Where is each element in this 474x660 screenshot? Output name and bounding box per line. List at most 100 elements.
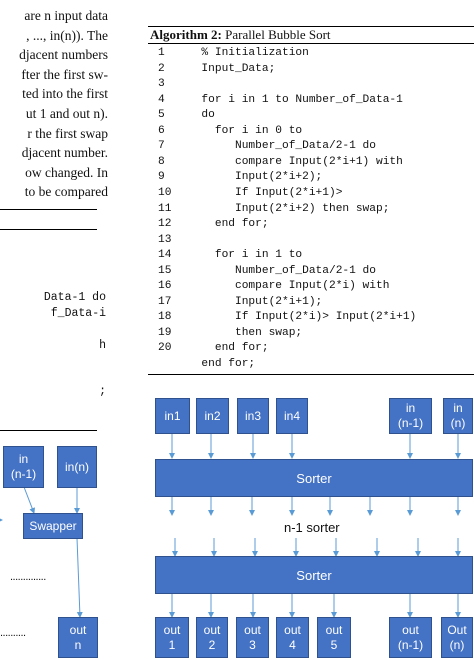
- wire: [23, 486, 36, 514]
- line-number: 13: [158, 233, 172, 246]
- output-box-3: out 3: [236, 617, 269, 658]
- ellipsis-dots: ..............: [10, 571, 46, 583]
- line-number: 20: [158, 342, 172, 355]
- algorithm-line: 7 Number_of_Data/2-1 do: [148, 139, 376, 155]
- left-paragraph-line: ut 1 and out n).: [25, 105, 108, 121]
- sorter-box-top: Sorter: [155, 459, 473, 497]
- algorithm-line: 11 Input(2*i+2) then swap;: [148, 202, 389, 218]
- line-number: 11: [158, 202, 172, 215]
- input-box-n-minus-1: in (n-1): [389, 398, 432, 434]
- line-number: 19: [158, 326, 172, 339]
- line-code: compare Input(2*i+1) with: [188, 155, 403, 168]
- line-code: compare Input(2*i) with: [188, 280, 390, 293]
- algorithm-line: 6 for i in 0 to: [148, 124, 302, 140]
- line-number: 7: [158, 140, 165, 153]
- line-number: 6: [158, 124, 165, 137]
- left-code-line: ;: [99, 385, 106, 398]
- algorithm-line: 5 do: [148, 108, 215, 124]
- line-code: end for;: [188, 342, 269, 355]
- line-number: 16: [158, 280, 172, 293]
- algorithm-line: 18 If Input(2*i)> Input(2*i+1): [148, 310, 416, 326]
- left-code-line: Data-1 do: [43, 291, 106, 304]
- line-code: end for;: [188, 358, 256, 370]
- wire: [76, 537, 83, 618]
- input-box-n: in(n): [57, 446, 97, 488]
- ellipsis-dots: ..........: [0, 627, 26, 639]
- line-number: 12: [158, 218, 172, 231]
- line-code: % Initialization: [188, 47, 309, 59]
- algorithm-bottom-rule: [148, 373, 474, 375]
- left-algo-rule: [0, 229, 97, 230]
- n-minus-1-sorter-label: n-1 sorter: [284, 520, 340, 535]
- line-code: do: [188, 109, 215, 122]
- line-code: Input_Data;: [188, 62, 276, 75]
- algorithm-top-rule: [148, 26, 474, 27]
- left-paragraph-line: djacent number.: [21, 145, 108, 161]
- left-algo-rule: [0, 209, 97, 210]
- left-paragraph-line: ow changed. In: [25, 164, 108, 180]
- algorithm-line: 8 compare Input(2*i+1) with: [148, 155, 403, 171]
- algorithm-line: 19 then swap;: [148, 326, 302, 342]
- algorithm-line: 10 If Input(2*i+1)>: [148, 186, 342, 202]
- input-box-n-minus-1: in (n-1): [3, 446, 44, 488]
- line-code: If Input(2*i+1)>: [188, 186, 343, 199]
- output-box-n: out n: [58, 617, 98, 658]
- input-box-n: in (n): [443, 398, 473, 434]
- output-box-5: out 5: [317, 617, 351, 658]
- output-box-1: out 1: [155, 617, 189, 658]
- algorithm-box: Algorithm 2: Parallel Bubble Sort 1 % In…: [148, 26, 474, 375]
- line-code: for i in 1 to Number_of_Data-1: [188, 93, 403, 106]
- algorithm-line: 20 end for;: [148, 341, 269, 357]
- output-box-2: out 2: [196, 617, 228, 658]
- line-code: for i in 1 to: [188, 249, 303, 262]
- line-code: then swap;: [188, 326, 303, 339]
- output-box-n-minus-1: out (n-1): [389, 617, 432, 658]
- line-number: 8: [158, 155, 165, 168]
- algorithm-label: Algorithm 2:: [150, 27, 222, 42]
- line-number: 10: [158, 186, 172, 199]
- left-paragraph-line: djacent numbers: [19, 47, 108, 63]
- left-paragraph-line: to be compared: [24, 184, 108, 200]
- input-box-3: in3: [237, 398, 269, 434]
- line-code: If Input(2*i)> Input(2*i+1): [188, 311, 417, 324]
- algorithm-line: 16 compare Input(2*i) with: [148, 279, 389, 295]
- algorithm-title-rule: [148, 43, 474, 44]
- line-code: Input(2*i+2);: [188, 171, 323, 184]
- left-paragraph: are n input data , ..., in(n)). The djac…: [0, 6, 108, 202]
- line-code: Input(2*i+1);: [188, 295, 323, 308]
- left-paragraph-line: , ..., in(n)). The: [26, 27, 108, 43]
- line-number: 18: [158, 311, 172, 324]
- line-code: for i in 0 to: [188, 124, 303, 137]
- algorithm-line: 2 Input_Data;: [148, 62, 275, 78]
- line-number: 1: [158, 47, 165, 59]
- algorithm-line: 17 Input(2*i+1);: [148, 295, 322, 311]
- algorithm-line: 15 Number_of_Data/2-1 do: [148, 264, 376, 280]
- left-paragraph-line: r the first swap: [27, 125, 108, 141]
- swapper-box: Swapper: [23, 513, 83, 539]
- input-box-1: in1: [155, 398, 190, 434]
- line-code: end for;: [188, 218, 269, 231]
- algorithm-line: 4 for i in 1 to Number_of_Data-1: [148, 93, 403, 109]
- sorter-box-bottom: Sorter: [155, 556, 473, 594]
- algorithm-line: 3: [148, 77, 188, 93]
- line-number: 14: [158, 249, 172, 262]
- line-number: 17: [158, 295, 172, 308]
- line-number: 4: [158, 93, 165, 106]
- input-box-2: in2: [196, 398, 229, 434]
- algorithm-title: Algorithm 2: Parallel Bubble Sort: [150, 27, 331, 43]
- input-box-4: in4: [276, 398, 308, 434]
- line-number: 3: [158, 78, 165, 91]
- line-code: Input(2*i+2) then swap;: [188, 202, 390, 215]
- line-number: 5: [158, 109, 165, 122]
- line-code: Number_of_Data/2-1 do: [188, 264, 376, 277]
- left-code-line: h: [99, 339, 106, 352]
- line-code: Number_of_Data/2-1 do: [188, 140, 376, 153]
- algorithm-line: 1 % Initialization: [148, 46, 309, 62]
- algorithm-line: 14 for i in 1 to: [148, 248, 302, 264]
- algorithm-name: Parallel Bubble Sort: [225, 27, 331, 42]
- algorithm-line: end for;: [148, 357, 255, 373]
- algorithm-line: 12 end for;: [148, 217, 269, 233]
- algorithm-line: 13: [148, 233, 188, 249]
- line-number: 2: [158, 62, 165, 75]
